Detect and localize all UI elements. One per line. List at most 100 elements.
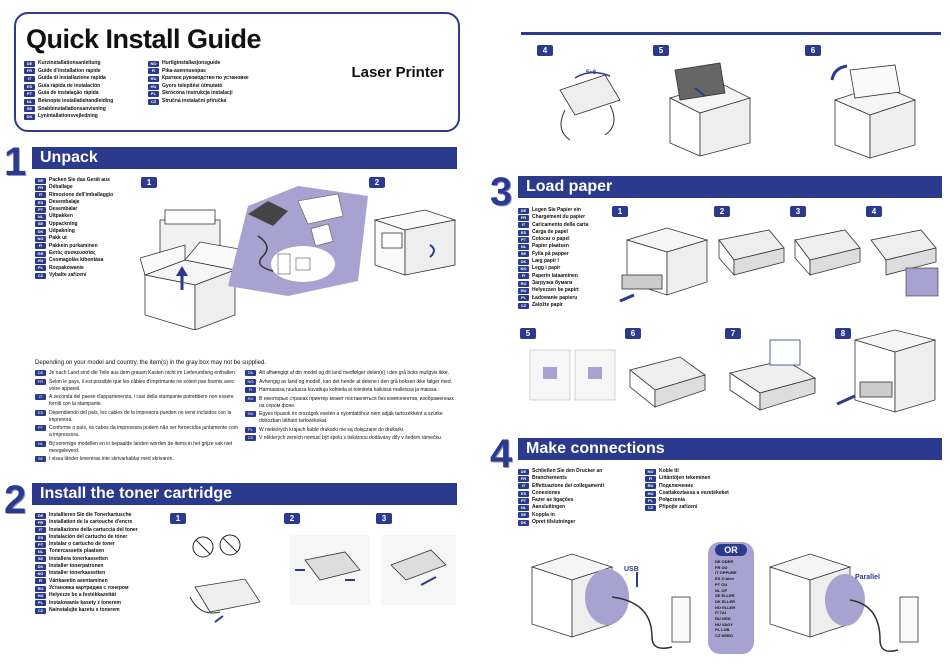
- step-badge: 1: [170, 513, 186, 524]
- language-text: Pakkein purkaminen: [49, 242, 98, 249]
- language-code-tag: FI: [148, 68, 159, 75]
- language-code-tag: FR: [518, 214, 529, 221]
- language-code-tag: FR: [35, 184, 46, 191]
- section-title-unpack: Unpack: [32, 147, 457, 169]
- language-text: Nainstalujte kazetu s tonerem: [49, 606, 120, 613]
- language-text: Ładowanie papieru: [532, 294, 578, 301]
- language-code-tag: HU: [148, 83, 159, 90]
- language-text: Koble til: [659, 468, 679, 474]
- language-code-tag: PL: [35, 265, 46, 272]
- language-code-tag: ES: [24, 83, 35, 90]
- language-text: Instalowanie kasety z tonerem: [49, 599, 121, 606]
- language-code-tag: RU: [645, 483, 656, 490]
- language-text: Hurtiginstallasjonsguide: [162, 60, 221, 66]
- language-text: Installer tonerpatronen: [49, 563, 104, 570]
- language-code-tag: NO: [35, 236, 46, 243]
- language-code-tag: RU: [245, 395, 256, 402]
- language-code-tag: IT: [518, 222, 529, 229]
- toner-shake-illustration: [559, 71, 621, 141]
- language-code-tag: NL: [35, 549, 46, 556]
- language-text: Загрузка бумаги: [532, 279, 573, 286]
- or-translation-item: DE ODER: [715, 559, 734, 564]
- close-cover-illustration: [830, 64, 917, 159]
- language-text: Helyezze be a festékkazettát: [49, 592, 116, 599]
- or-translation-item: NL OF: [715, 587, 727, 593]
- language-code-tag: PT: [35, 541, 46, 548]
- note-text: Selon le pays, il est possible que les c…: [49, 378, 235, 392]
- language-text: Schließen Sie den Drucker an: [532, 468, 603, 474]
- language-text: Udpakning: [49, 228, 75, 235]
- language-text: Helyezzen be papírt: [532, 287, 579, 294]
- language-text: Snabbinstallationsanvisning: [38, 105, 106, 112]
- language-code-tag: IT: [518, 483, 529, 490]
- or-translation-item: SE ELLER: [715, 593, 735, 599]
- language-code-tag: NL: [518, 505, 529, 512]
- language-code-tag: SE: [518, 512, 529, 519]
- language-text: Chargement du papier: [532, 214, 586, 221]
- language-text: Beknopte installatiehandleiding: [38, 97, 114, 104]
- or-translation-item: RU ИЛИ: [715, 616, 731, 622]
- language-code-tag: NO: [645, 468, 656, 475]
- language-code-tag: FI: [645, 475, 656, 482]
- section-number-paper: 3: [490, 170, 513, 214]
- language-code-tag: PL: [245, 426, 256, 433]
- language-code-tag: PL: [518, 295, 529, 302]
- or-translation-item: ES O bien: [715, 576, 734, 582]
- language-code-tag: DE: [518, 207, 529, 214]
- language-code-tag: SE: [35, 556, 46, 563]
- language-code-tag: CZ: [518, 302, 529, 309]
- language-text: Rimozione dell'imballaggio: [49, 191, 114, 198]
- language-code-tag: PT: [24, 91, 35, 98]
- language-code-tag: RU: [148, 75, 159, 82]
- paper-step7-illustration: [729, 339, 817, 411]
- language-text: Skrócona instrukcja instalacji: [162, 90, 233, 97]
- language-text: Installera tonerkassetten: [49, 555, 108, 562]
- language-text: Pika-asennusopas: [162, 67, 206, 74]
- note-text: Bij sommige modellen en in bepaalde land…: [49, 440, 233, 454]
- language-code-tag: IT: [35, 192, 46, 199]
- language-code-tag: DK: [35, 563, 46, 570]
- language-code-tag: DK: [518, 519, 529, 526]
- language-text: Colocar o papel: [532, 236, 570, 243]
- language-code-tag: PL: [645, 497, 656, 504]
- language-code-tag: SE: [518, 251, 529, 258]
- step-badge: 2: [714, 206, 730, 217]
- language-code-tag: FR: [24, 68, 35, 75]
- paper-step3-illustration: [794, 229, 861, 277]
- language-code-tag: FI: [35, 243, 46, 250]
- note-text: Alt afhængigt af din model og dit land m…: [259, 370, 450, 376]
- language-text: Papier plaatsen: [532, 243, 569, 250]
- note-text: Dependiendo del país, los cables de la i…: [49, 409, 232, 423]
- unpack-printer-illustration: [373, 209, 457, 276]
- section-title-toner: Install the toner cartridge: [32, 483, 457, 505]
- or-translation-item: HU VAGY: [715, 621, 733, 627]
- or-translation-item: IT OPPURE: [715, 570, 737, 576]
- language-text: Připojte zařízení: [659, 504, 698, 511]
